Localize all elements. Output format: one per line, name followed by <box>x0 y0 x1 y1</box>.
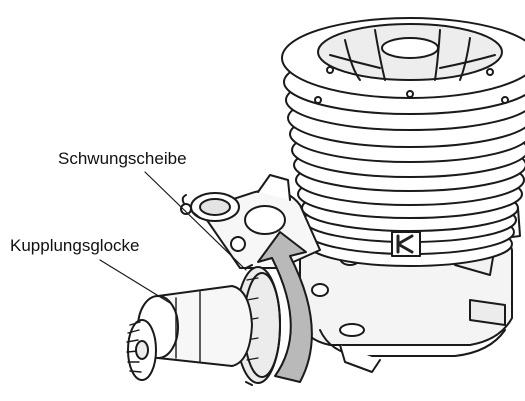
label-clutch-bell: Kupplungsglocke <box>10 236 140 255</box>
label-flywheel: Schwungscheibe <box>58 149 187 168</box>
pinion-gear <box>126 319 157 381</box>
flywheel <box>235 264 281 386</box>
callout-lines <box>99 171 247 304</box>
brand-logo <box>391 231 421 257</box>
cylinder-head <box>281 17 525 104</box>
rotation-arrow <box>257 231 313 383</box>
